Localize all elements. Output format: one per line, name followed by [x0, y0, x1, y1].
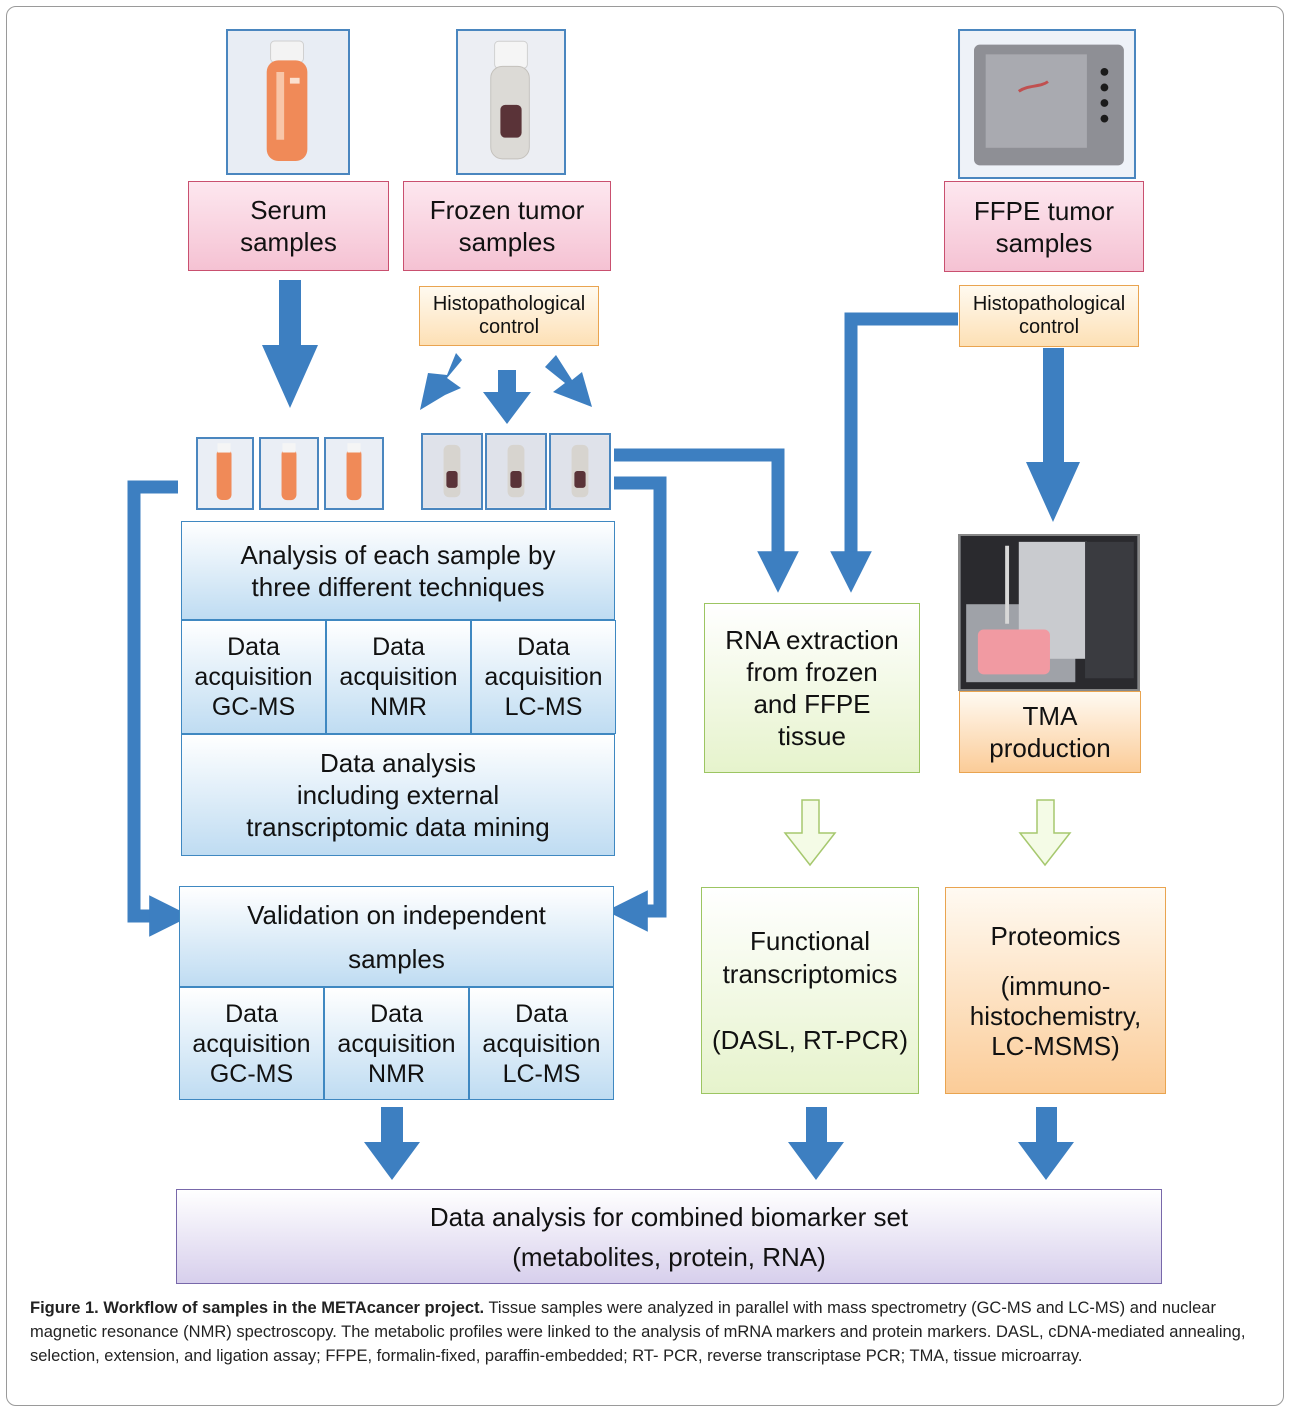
- proteomics-line-3: (immuno-: [1000, 970, 1111, 1001]
- tma-production-box: TMA production: [959, 691, 1141, 773]
- ffpe-tumor-samples-line-2: samples: [995, 227, 1093, 258]
- serum-samples-line-2: samples: [240, 227, 337, 257]
- frozen-tumor-samples-box: Frozen tumor samples: [403, 181, 611, 271]
- acquisition-gcms-box-2: Data acquisition GC-MS: [179, 987, 324, 1100]
- acq-gcms-1-line-3: GC-MS: [211, 693, 296, 721]
- arrow-histo-fan-center: [483, 370, 531, 424]
- frozen-tumor-samples-line-1: Frozen tumor: [429, 195, 585, 225]
- data-analysis-box: Data analysis including external transcr…: [181, 734, 615, 856]
- frozen-tumor-tube-photo: [456, 29, 566, 175]
- serum-tube-photo-2: [259, 437, 319, 510]
- caption-title: Figure 1. Workflow of samples in the MET…: [30, 1299, 485, 1317]
- acq-nmr-2-line-3: NMR: [368, 1059, 425, 1088]
- serum-tube-photo-1: [196, 437, 254, 510]
- functional-transcriptomics-box: Functional transcriptomics (DASL, RT-PCR…: [701, 887, 919, 1094]
- arrow-histo-fan-left: [420, 353, 462, 410]
- acq-gcms-2-line-3: GC-MS: [209, 1059, 294, 1088]
- acquisition-nmr-box-1: Data acquisition NMR: [326, 620, 471, 734]
- histo-left-line-2: control: [478, 316, 540, 338]
- analysis-box: Analysis of each sample by three differe…: [181, 521, 615, 620]
- acq-nmr-1-line-2: acquisition: [339, 663, 458, 691]
- rna-line-2: from frozen: [746, 657, 878, 687]
- arrow-ffpe-to-rna: [830, 312, 958, 593]
- histopathological-control-right: Histopathological control: [959, 285, 1139, 347]
- arrow-frozen-to-rna: [614, 448, 799, 593]
- arrow-serum-to-validation: [127, 480, 191, 937]
- acq-nmr-2-line-1: Data: [370, 999, 423, 1028]
- rna-line-3: and FFPE: [753, 689, 871, 719]
- proteomics-box: Proteomics (immuno- histochemistry, LC-M…: [945, 887, 1166, 1094]
- arrow-proteomics-to-combined: [1018, 1107, 1074, 1180]
- caption-body: Tissue samples were analyzed in parallel…: [30, 1299, 1246, 1365]
- arrow-histo-fan-right: [545, 355, 592, 407]
- arrow-serum-down: [262, 280, 318, 408]
- serum-tube-photo: [226, 29, 350, 175]
- acq-nmr-1-line-3: NMR: [370, 693, 427, 721]
- combined-biomarker-box: Data analysis for combined biomarker set…: [176, 1189, 1162, 1284]
- acquisition-gcms-box-1: Data acquisition GC-MS: [181, 620, 326, 734]
- functional-line-4: (DASL, RT-PCR): [712, 1024, 908, 1055]
- ffpe-cassette-photo: [958, 29, 1136, 179]
- acq-lcms-2-line-2: acquisition: [482, 1029, 601, 1058]
- arrow-functional-to-combined: [788, 1107, 844, 1180]
- combined-line-1: Data analysis for combined biomarker set: [429, 1201, 909, 1232]
- proteomics-line-1: Proteomics: [990, 920, 1121, 951]
- ffpe-tumor-samples-box: FFPE tumor samples: [944, 181, 1144, 272]
- data-analysis-line-1: Data analysis: [319, 748, 477, 778]
- tma-machine-photo: [958, 534, 1140, 691]
- acq-gcms-1-line-2: acquisition: [194, 663, 313, 691]
- figure-frame: [6, 6, 1284, 1406]
- hollow-arrow-rna-to-functional: [783, 799, 837, 867]
- tma-line-1: TMA: [1022, 701, 1078, 731]
- arrow-histo-to-tma: [1026, 348, 1080, 522]
- analysis-line-2: three different techniques: [251, 571, 545, 602]
- rna-extraction-box: RNA extraction from frozen and FFPE tiss…: [704, 603, 920, 773]
- arrow-frozen-to-validation: [606, 476, 667, 932]
- frozen-tube-photo-1: [421, 433, 483, 510]
- data-analysis-line-3: transcriptomic data mining: [246, 812, 550, 842]
- hollow-arrow-tma-to-proteomics: [1018, 799, 1072, 867]
- acq-gcms-2-line-1: Data: [225, 999, 278, 1028]
- combined-line-2: (metabolites, protein, RNA): [512, 1241, 826, 1272]
- analysis-line-1: Analysis of each sample by: [240, 539, 556, 570]
- serum-tube-photo-3: [324, 437, 384, 510]
- arrow-validation-to-combined: [364, 1107, 420, 1180]
- serum-samples-line-1: Serum: [250, 195, 327, 225]
- acquisition-lcms-box-1: Data acquisition LC-MS: [471, 620, 616, 734]
- data-analysis-line-2: including external: [296, 780, 500, 810]
- rna-line-1: RNA extraction: [725, 625, 899, 655]
- acq-lcms-1-line-3: LC-MS: [504, 693, 583, 721]
- ffpe-tumor-samples-line-1: FFPE tumor: [973, 195, 1115, 226]
- proteomics-line-5: LC-MSMS): [991, 1030, 1120, 1061]
- proteomics-line-4: histochemistry,: [969, 1000, 1142, 1031]
- histopathological-control-left: Histopathological control: [419, 286, 599, 346]
- acq-lcms-1-line-2: acquisition: [484, 663, 603, 691]
- validation-line-2: samples: [348, 943, 445, 974]
- acquisition-nmr-box-2: Data acquisition NMR: [324, 987, 469, 1100]
- acq-lcms-1-line-1: Data: [517, 633, 570, 661]
- validation-box: Validation on independent samples: [179, 886, 614, 987]
- frozen-tumor-samples-line-2: samples: [458, 227, 556, 257]
- acq-lcms-2-line-1: Data: [515, 999, 568, 1028]
- acq-gcms-2-line-2: acquisition: [192, 1029, 311, 1058]
- histo-left-line-1: Histopathological: [432, 293, 586, 315]
- acq-gcms-1-line-1: Data: [227, 633, 280, 661]
- validation-line-1: Validation on independent: [247, 899, 546, 930]
- frozen-tube-photo-3: [549, 433, 611, 510]
- functional-line-1: Functional: [750, 925, 870, 956]
- acq-lcms-2-line-3: LC-MS: [502, 1059, 581, 1088]
- rna-line-4: tissue: [778, 721, 846, 751]
- histo-right-line-1: Histopathological: [972, 293, 1126, 315]
- functional-line-2: transcriptomics: [722, 958, 898, 989]
- figure-caption: Figure 1. Workflow of samples in the MET…: [30, 1296, 1262, 1368]
- acquisition-lcms-box-2: Data acquisition LC-MS: [469, 987, 614, 1100]
- histo-right-line-2: control: [1018, 316, 1080, 338]
- tma-line-2: production: [989, 733, 1111, 763]
- acq-nmr-2-line-2: acquisition: [337, 1029, 456, 1058]
- serum-samples-box: Serum samples: [188, 181, 389, 271]
- frozen-tube-photo-2: [485, 433, 547, 510]
- acq-nmr-1-line-1: Data: [372, 633, 425, 661]
